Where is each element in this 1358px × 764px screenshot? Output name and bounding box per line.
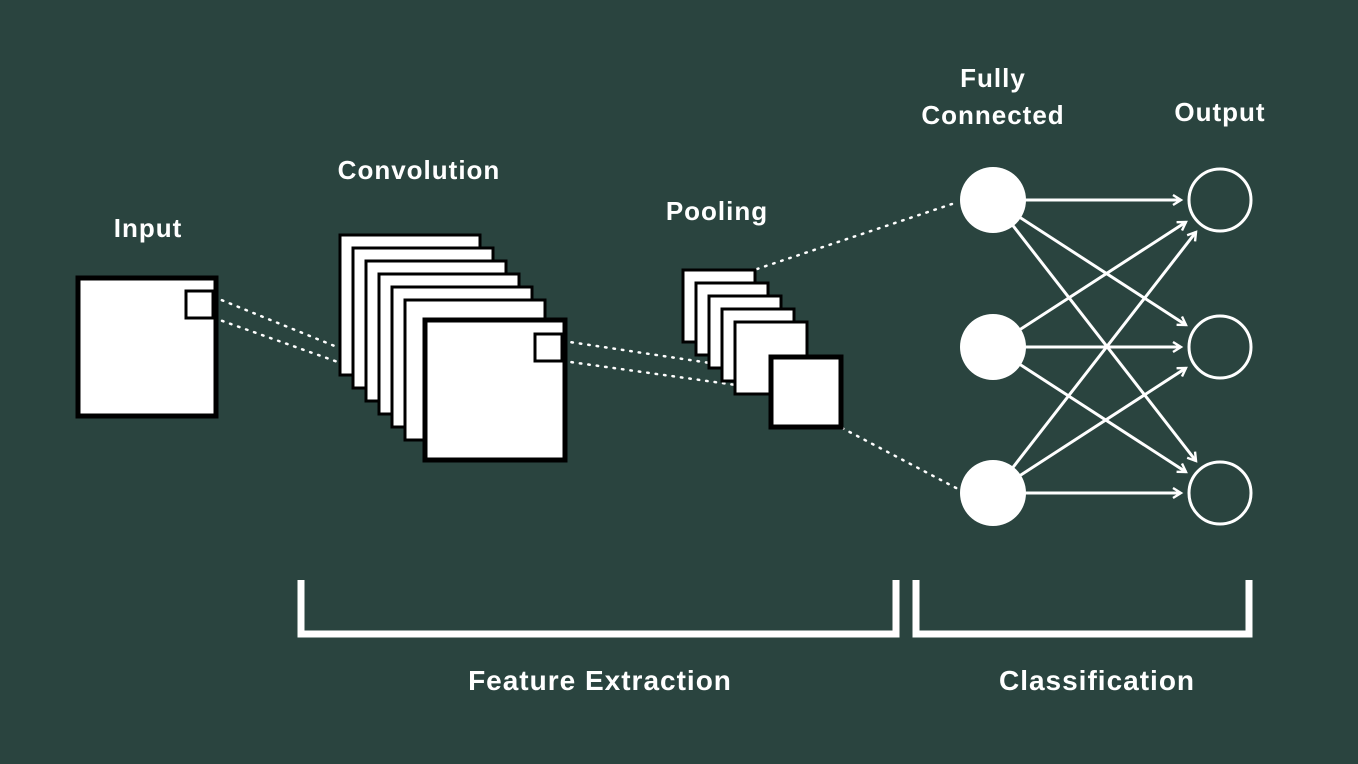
receptive-field-square — [533, 332, 564, 363]
fully-connected-label-line1: Fully — [960, 63, 1026, 93]
fc-output-arrow — [992, 220, 1186, 349]
convolution-to-pooling-dotted-line — [561, 359, 774, 392]
fc-node — [960, 167, 1026, 233]
fc-node — [960, 460, 1026, 526]
convolution-label: Convolution — [338, 155, 501, 185]
fc-output-arrow — [991, 199, 1196, 461]
pooling-to-fc-dotted-line — [755, 200, 960, 271]
fc-output-arrow — [992, 345, 1186, 474]
diagram-labels: Input Convolution Pooling Fully Connecte… — [114, 63, 1265, 696]
stage-brackets — [297, 580, 1253, 638]
fc-output-arrow — [992, 366, 1186, 495]
convolution-to-pooling-dotted-line — [561, 339, 772, 374]
pooling-layer — [681, 268, 844, 430]
output-label: Output — [1174, 97, 1265, 127]
fc-output-arrow — [991, 232, 1196, 494]
fc-output-arrow — [992, 198, 1186, 327]
feature-extraction-bracket — [297, 580, 900, 638]
classification-bracket — [912, 580, 1253, 638]
output-node — [1187, 460, 1253, 526]
pooling-feature-map-front — [768, 354, 844, 430]
convolution-layer — [338, 233, 568, 463]
feature-extraction-label: Feature Extraction — [468, 665, 732, 696]
output-node — [1187, 167, 1253, 233]
pooling-label: Pooling — [666, 196, 768, 226]
receptive-field-square — [184, 289, 215, 320]
fc-node — [960, 314, 1026, 380]
classification-label: Classification — [999, 665, 1195, 696]
output-node — [1187, 314, 1253, 380]
input-label: Input — [114, 213, 183, 243]
fully-connected-layer — [960, 167, 1026, 526]
fully-connected-label-line2: Connected — [921, 100, 1064, 130]
output-layer — [1187, 167, 1253, 526]
input-layer — [75, 275, 219, 419]
